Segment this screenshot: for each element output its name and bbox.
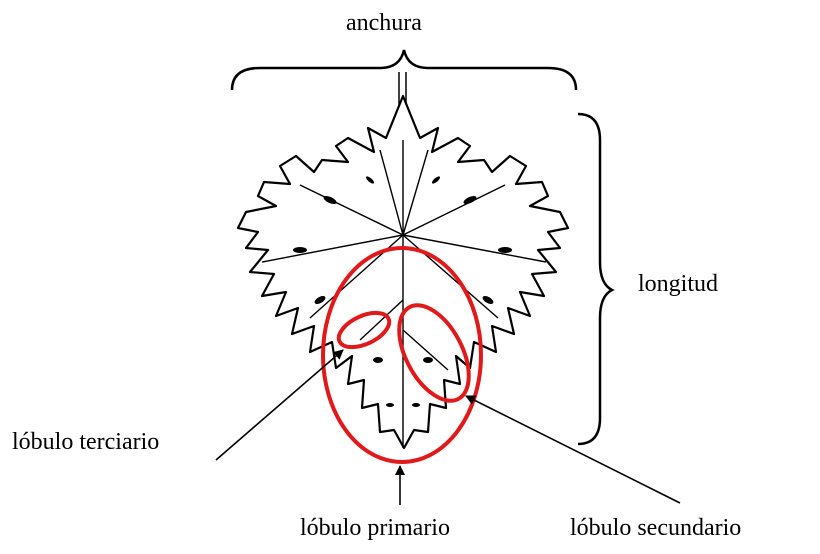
tertiary-lobe-arrow: [216, 350, 343, 460]
secondary-lobe-label: lóbulo secundario: [570, 516, 741, 540]
secondary-lobe-arrow: [466, 396, 680, 503]
length-label: longitud: [638, 272, 718, 296]
tertiary-lobe-label: lóbulo terciario: [12, 430, 159, 454]
length-brace: [578, 114, 612, 444]
width-brace: [232, 50, 576, 90]
primary-lobe-label: lóbulo primario: [300, 516, 450, 540]
width-label: anchura: [346, 11, 422, 35]
